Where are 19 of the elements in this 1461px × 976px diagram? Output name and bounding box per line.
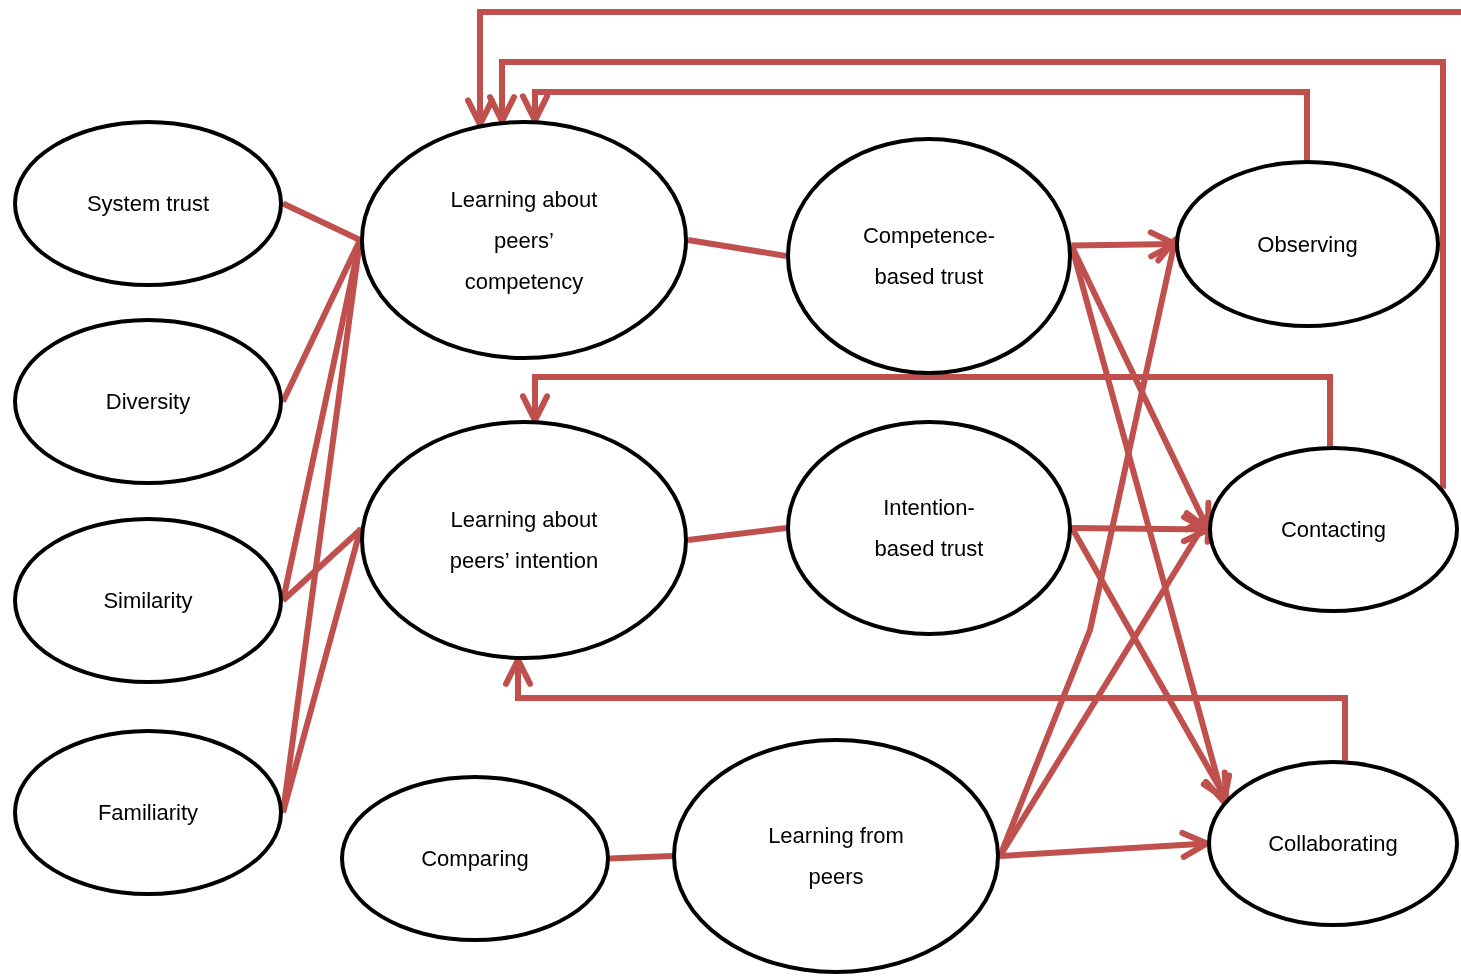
node-label: Similarity <box>103 587 193 615</box>
node-label: Collaborating <box>1268 830 1398 858</box>
connector-line <box>687 237 787 259</box>
node-label: System trust <box>86 190 210 218</box>
arrow <box>520 374 1333 446</box>
arrow <box>520 89 1310 160</box>
node-label: Observing <box>1257 230 1358 259</box>
node-label: Learning about peers’ competency <box>449 185 599 296</box>
node-label: Comparing <box>421 845 529 873</box>
node-label: Competence-based trust <box>861 222 997 291</box>
node-label: Learning about peers’ intention <box>448 506 600 575</box>
connector-line <box>281 200 362 243</box>
node-label: Contacting <box>1280 516 1387 544</box>
connector-line <box>609 853 673 862</box>
connector-line <box>687 525 787 543</box>
node-label: Intention-based trust <box>873 494 985 563</box>
node-label: Familiarity <box>97 799 199 827</box>
node-label: Diversity <box>105 388 191 416</box>
node-label: Learning from peers <box>767 822 905 891</box>
